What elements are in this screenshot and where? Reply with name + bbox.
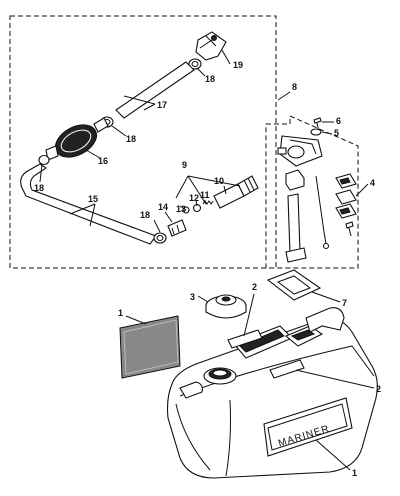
label-slot-front xyxy=(227,329,263,349)
fuel-hose-lower xyxy=(20,163,157,245)
hose-clamp-bulb-left xyxy=(38,154,50,166)
callout-6: 6 xyxy=(336,116,341,126)
hose-clamp-top xyxy=(188,58,202,70)
callout-1-decal: 1 xyxy=(118,308,123,318)
callout-18-lower: 18 xyxy=(140,210,150,220)
decal-panel xyxy=(119,315,181,379)
callout-9: 9 xyxy=(182,160,187,170)
fitting-body xyxy=(213,175,259,209)
fuel-tank xyxy=(166,307,378,479)
callout-7: 7 xyxy=(342,298,347,308)
fill-cap xyxy=(205,294,247,319)
callout-2-top: 2 xyxy=(252,282,257,292)
callout-10: 10 xyxy=(214,176,224,186)
callout-4: 4 xyxy=(370,178,375,188)
callout-18-left: 18 xyxy=(34,183,44,193)
gauge-small-parts xyxy=(335,173,357,237)
callout-12: 12 xyxy=(189,193,199,203)
callout-18-bulb: 18 xyxy=(126,134,136,144)
callout-5: 5 xyxy=(334,128,339,138)
callout-13: 13 xyxy=(176,204,186,214)
gauge-tube xyxy=(287,193,301,255)
callout-19: 19 xyxy=(233,60,243,70)
primer-bulb xyxy=(45,117,109,161)
callout-14: 14 xyxy=(158,202,168,212)
callout-18-top: 18 xyxy=(205,74,215,84)
fuel-line-assembly-box xyxy=(9,15,277,269)
hose-clamp-lower xyxy=(153,232,167,244)
label-slot-rear xyxy=(269,359,305,379)
callout-3: 3 xyxy=(190,292,195,302)
fuel-hose-upper xyxy=(115,61,195,119)
brand-plate xyxy=(263,397,353,457)
engine-connector xyxy=(195,31,227,61)
callout-8: 8 xyxy=(292,82,297,92)
fuel-gauge-assembly-box xyxy=(265,115,359,269)
callout-2-side: 2 xyxy=(376,384,381,394)
gauge-head xyxy=(277,135,323,167)
leader-lines xyxy=(39,49,375,471)
callout-11: 11 xyxy=(200,190,210,200)
callout-17: 17 xyxy=(157,100,167,110)
callout-16: 16 xyxy=(98,156,108,166)
gauge-gasket xyxy=(266,269,322,301)
gasket-small xyxy=(310,128,322,136)
callout-labels: 19 18 17 18 16 18 15 9 14 13 12 11 10 18… xyxy=(34,60,381,478)
float-housing xyxy=(285,169,305,191)
callout-15: 15 xyxy=(88,194,98,204)
callout-1-tank: 1 xyxy=(352,468,357,478)
float-rod xyxy=(315,175,327,245)
tank-fitting xyxy=(167,219,187,237)
